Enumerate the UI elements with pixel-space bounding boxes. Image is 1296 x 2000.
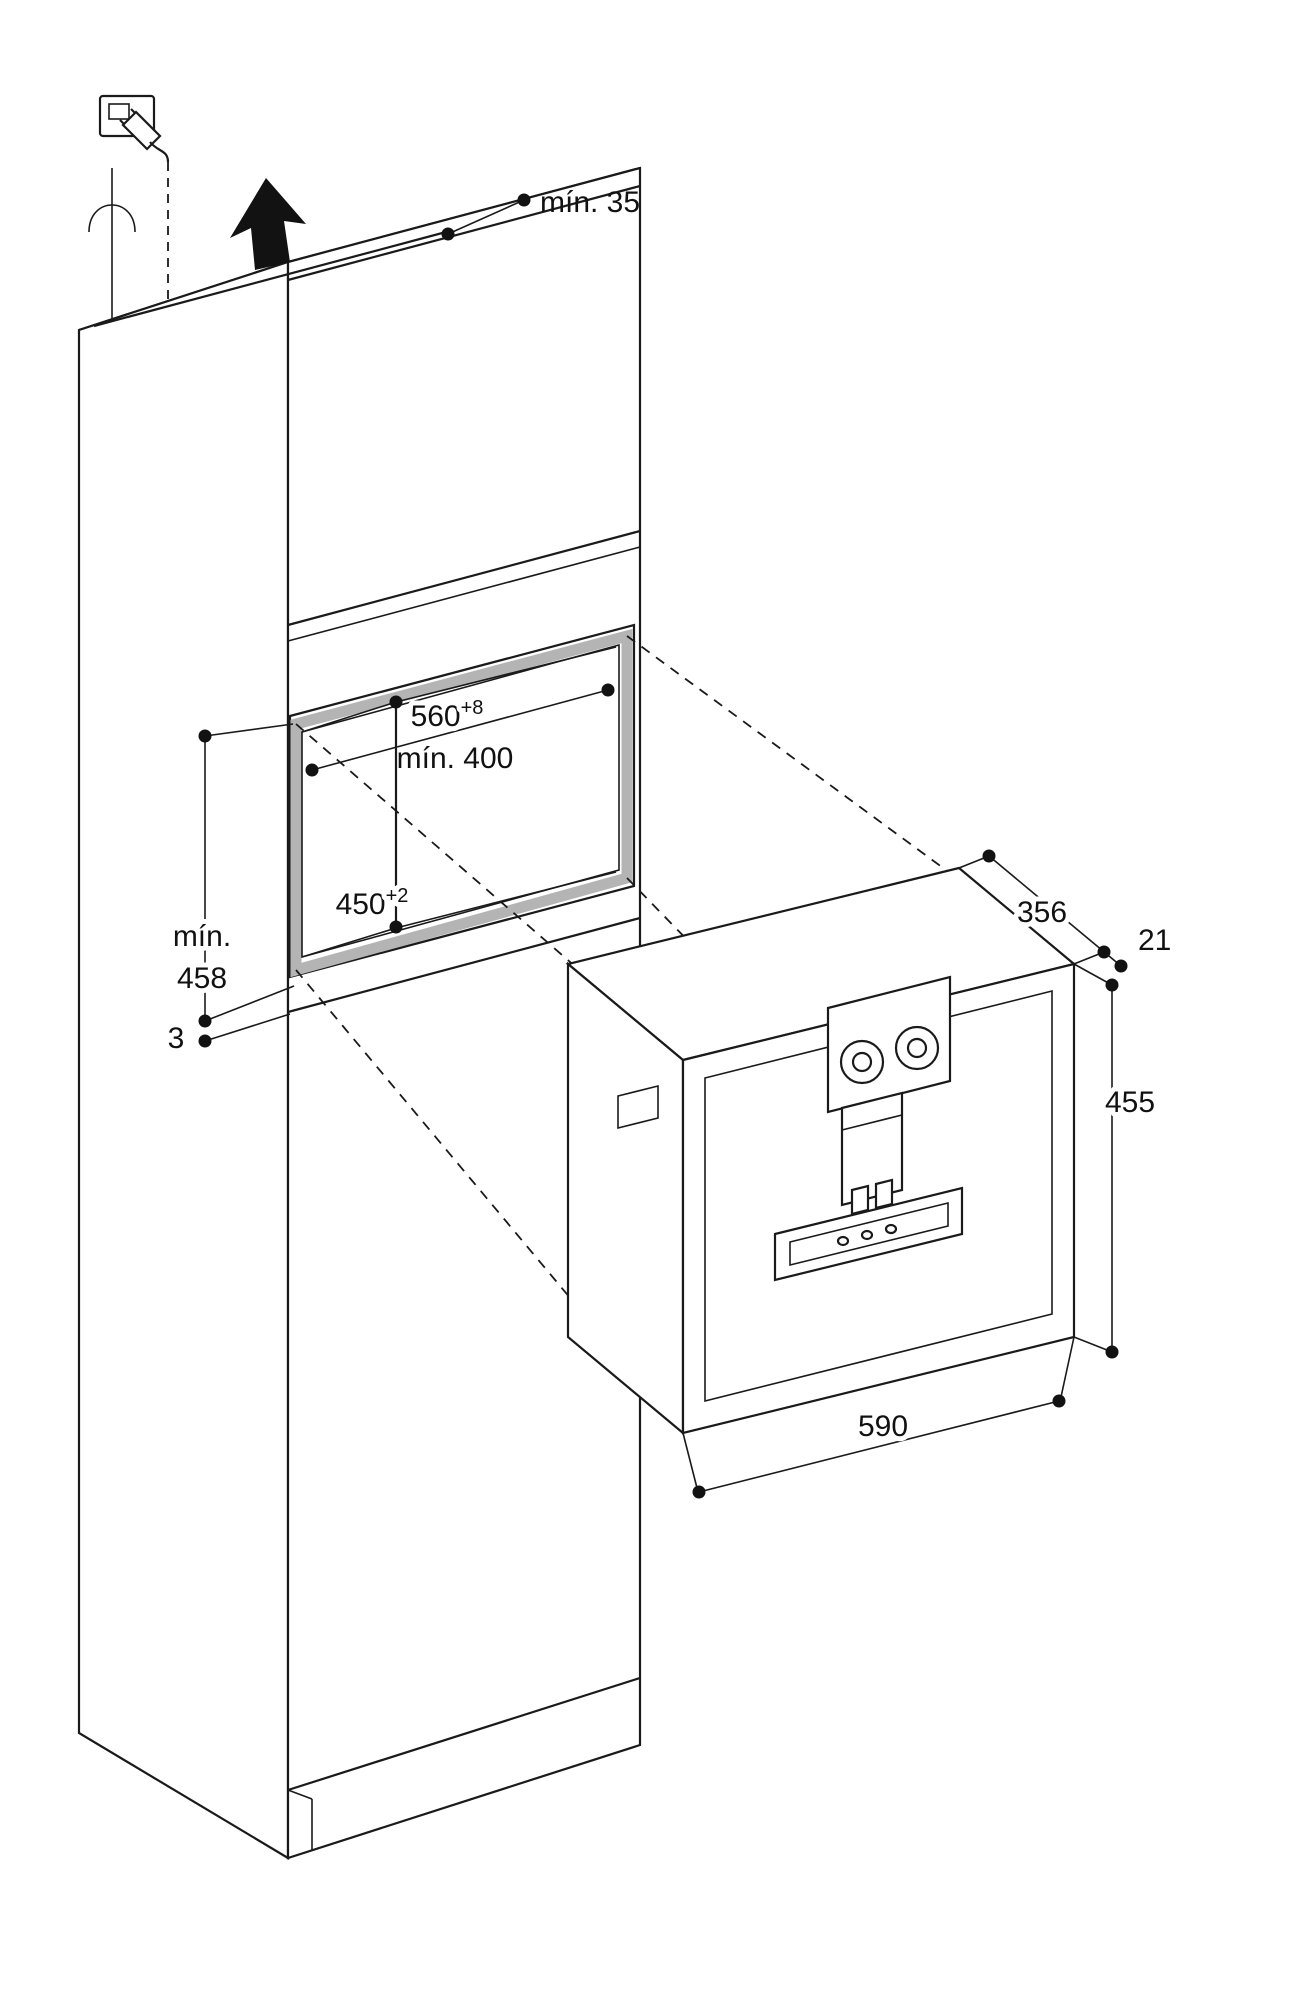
door-bottom-edge [287, 1676, 641, 1792]
dim-tick [204, 723, 294, 737]
power-cable [149, 141, 170, 163]
section-break-mark [88, 204, 136, 233]
dim-dot [198, 1014, 212, 1028]
top-rear-clearance-strip [93, 230, 447, 328]
plinth-step [287, 1789, 313, 1800]
niche-interior-line [301, 701, 397, 733]
dim-label-front-gap: 3 [168, 1022, 185, 1055]
dim-line-appliance-width [698, 1400, 1060, 1493]
lower-door-top-edge [287, 916, 641, 1014]
dim-line-appliance-depth [988, 855, 1122, 967]
dim-label-niche-depth: mín. 400 [397, 742, 514, 775]
knob-left [839, 1039, 885, 1085]
dimensions: mín. 35 560+8 mín. 400 450+2 mín. 458 3 … [168, 186, 1171, 1499]
dim-tick [1073, 963, 1113, 986]
dim-dot [198, 729, 212, 743]
dim-label-front-panel-overhang: 21 [1138, 924, 1171, 957]
projection-rays [295, 635, 1075, 1434]
grille-hole [884, 1223, 898, 1235]
knob-right-center [906, 1037, 928, 1059]
cabinet [77, 166, 642, 1860]
projection-ray [626, 635, 1075, 965]
dim-tick [204, 985, 295, 1022]
coffee-spout [840, 1091, 904, 1207]
upper-door-bottom-edge [287, 529, 641, 627]
dim-tick [204, 1013, 291, 1042]
upper-door-gap-line [287, 546, 641, 642]
niche-interior-line [395, 871, 617, 929]
dim-dot [441, 227, 455, 241]
dim-dot [1114, 959, 1128, 973]
spout-line [841, 1114, 903, 1131]
dim-label-appliance-depth: 356 [1017, 896, 1067, 929]
dim-tick [682, 1432, 698, 1489]
dim-label-left-clearance-line2: 458 [177, 962, 227, 995]
power-outlet-icon [98, 94, 156, 138]
projection-ray [295, 723, 684, 1061]
dim-dot [982, 849, 996, 863]
dim-tick [1073, 1336, 1113, 1353]
spout-nozzle [874, 1178, 894, 1210]
drip-tray-grille [789, 1201, 949, 1267]
dim-dot [1097, 945, 1111, 959]
dim-dot [601, 683, 615, 697]
grille-hole [860, 1229, 874, 1241]
top-panel-edge [287, 184, 641, 282]
power-plug-icon [121, 110, 162, 151]
dim-dot [1105, 1345, 1119, 1359]
dim-label-appliance-width: 590 [858, 1410, 908, 1443]
appliance [565, 866, 1077, 1436]
dim-dot [389, 695, 403, 709]
knob-left-center [851, 1051, 873, 1073]
dim-dot [1105, 978, 1119, 992]
dim-dot [692, 1485, 706, 1499]
dim-label-niche-width: 560+8 [411, 697, 484, 733]
niche [288, 623, 636, 979]
power-outlet-inner [108, 103, 130, 120]
dim-label-left-clearance-line1: mín. [173, 920, 231, 953]
spout-nozzle [850, 1184, 870, 1216]
niche-interior-line [301, 927, 397, 958]
dim-label-appliance-height: 455 [1105, 1086, 1155, 1119]
knob-right [894, 1025, 940, 1071]
dim-label-top-clearance: mín. 35 [540, 186, 640, 219]
niche-inner-edge [301, 643, 620, 959]
install-direction-up-arrow-icon [230, 178, 306, 270]
niche-interior-line [395, 646, 617, 703]
dim-tick [1060, 1336, 1075, 1398]
appliance-side-label [617, 1084, 659, 1130]
cabinet-side-panel [77, 260, 290, 1860]
dim-leader-top-clearance [447, 199, 525, 235]
dim-dot [517, 193, 531, 207]
knob-panel [826, 975, 952, 1114]
dim-dot [305, 763, 319, 777]
dim-label-niche-height: 450+2 [336, 885, 409, 921]
grille-hole [836, 1235, 850, 1247]
dim-dot [1052, 1394, 1066, 1408]
dim-dot [198, 1034, 212, 1048]
dim-dot [389, 920, 403, 934]
dim-line-niche-width [311, 689, 609, 771]
